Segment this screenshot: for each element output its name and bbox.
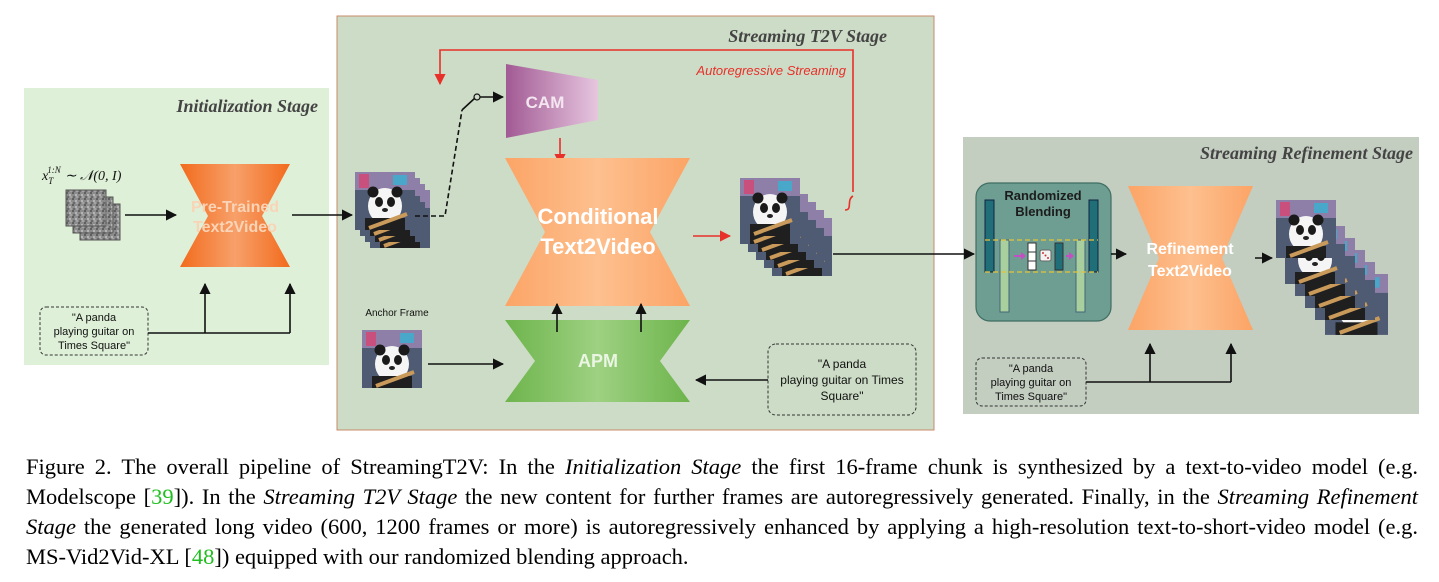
svg-text:Times Square": Times Square" bbox=[58, 340, 130, 352]
noise-formula: xT1:N∼ 𝒩(0, I) bbox=[41, 165, 122, 186]
anchor-frame-image bbox=[360, 328, 424, 390]
pretrained-text2video-module: Pre-Trained Text2Video bbox=[180, 164, 290, 267]
svg-text:Text2Video: Text2Video bbox=[540, 234, 655, 259]
autoregressive-label: Autoregressive Streaming bbox=[695, 63, 846, 78]
svg-text:"A panda: "A panda bbox=[1009, 363, 1054, 375]
streaming-t2v-stage-title: Streaming T2V Stage bbox=[728, 26, 887, 46]
stream-prompt-box: "A panda playing guitar on Times Square" bbox=[767, 343, 917, 416]
svg-text:APM: APM bbox=[578, 351, 618, 371]
svg-text:playing guitar on: playing guitar on bbox=[54, 326, 135, 338]
svg-text:Text2Video: Text2Video bbox=[1148, 263, 1232, 280]
anchor-frame-label: Anchor Frame bbox=[365, 308, 429, 319]
init-prompt-box: "A panda playing guitar on Times Square" bbox=[39, 306, 149, 356]
svg-text:Blending: Blending bbox=[1015, 204, 1071, 219]
refinement-stage-title: Streaming Refinement Stage bbox=[1200, 143, 1413, 163]
refine-prompt-box: "A panda playing guitar on Times Square" bbox=[975, 357, 1087, 407]
citation-link[interactable]: 39 bbox=[151, 484, 174, 509]
figure-caption: Figure 2. The overall pipeline of Stream… bbox=[26, 454, 1419, 569]
cam-module: CAM bbox=[506, 64, 598, 138]
randomized-blending-module: Randomized Blending bbox=[975, 182, 1112, 322]
svg-text:Randomized: Randomized bbox=[1004, 188, 1081, 203]
svg-text:"A panda: "A panda bbox=[72, 312, 117, 324]
refinement-text2video-module: Refinement Text2Video bbox=[1128, 186, 1253, 330]
svg-text:Pre-Trained: Pre-Trained bbox=[191, 199, 279, 216]
first-chunk-frames bbox=[353, 170, 432, 250]
dice-icon bbox=[1039, 249, 1052, 262]
svg-text:Conditional: Conditional bbox=[538, 204, 659, 229]
apm-module: APM bbox=[505, 320, 690, 402]
svg-text:Text2Video: Text2Video bbox=[193, 219, 277, 236]
svg-text:playing guitar on Times: playing guitar on Times bbox=[780, 373, 903, 387]
initialization-stage-title: Initialization Stage bbox=[175, 96, 318, 116]
svg-text:CAM: CAM bbox=[526, 93, 565, 112]
citation-link[interactable]: 48 bbox=[191, 544, 215, 569]
svg-text:Times Square": Times Square" bbox=[995, 391, 1067, 403]
svg-text:Refinement: Refinement bbox=[1146, 241, 1234, 258]
svg-text:playing guitar on: playing guitar on bbox=[991, 377, 1072, 389]
svg-text:"A panda: "A panda bbox=[818, 357, 867, 371]
svg-text:Square": Square" bbox=[821, 389, 864, 403]
noise-frames bbox=[65, 189, 121, 241]
conditional-text2video-module: Conditional Text2Video bbox=[505, 158, 690, 306]
pipeline-diagram: Initialization Stage Streaming T2V Stage… bbox=[24, 15, 1419, 431]
